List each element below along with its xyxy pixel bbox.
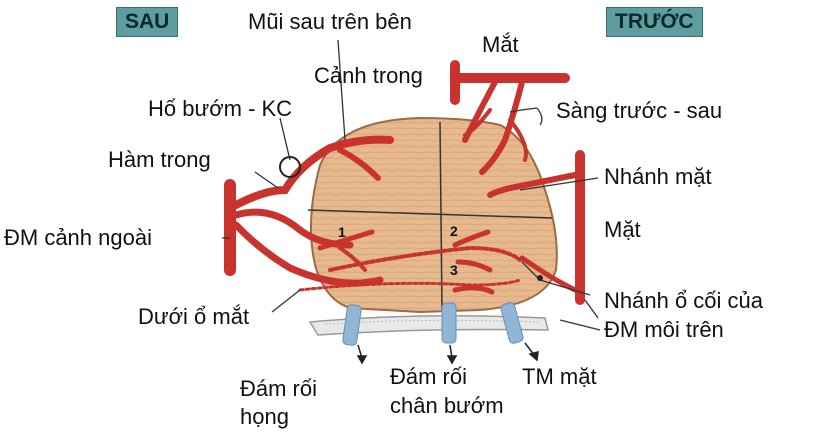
label-pharyngeal-plexus-2: họng [240,405,289,429]
label-alveolar-branch-1: Nhánh ổ cối của [604,289,763,313]
label-facial-branch: Nhánh mặt [604,165,712,189]
label-facial-vein: TM mặt [522,365,597,389]
label-pterygoid-plexus-2: chân bướm [390,394,504,418]
label-pharyngeal-plexus-1: Đám rối [240,377,317,401]
label-alveolar-branch-2: ĐM môi trên [604,318,724,342]
label-pterygoid-plexus-1: Đám rối [390,365,467,389]
vein-pharyngeal [342,304,361,346]
label-ethmoidal: Sàng trước - sau [556,99,722,123]
label-posterior-lateral-nasal: Mũi sau trên bên [248,10,412,34]
region-number-1: 1 [338,224,346,240]
orientation-front-tag: TRƯỚC [606,7,703,37]
vein-pterygoid [442,303,456,343]
label-pterygoid-fossa: Hố bướm - KC [148,97,292,121]
region-number-2: 2 [450,223,458,239]
label-internal-carotid: Cảnh trong [314,64,423,88]
vein-arrows [358,343,538,363]
orientation-back-tag: SAU [116,7,178,37]
label-facial: Mặt [604,218,641,242]
label-external-carotid: ĐM cảnh ngoài [4,226,152,250]
label-infraorbital: Dưới ổ mắt [138,305,249,329]
label-eye: Mắt [482,33,519,57]
region-number-3: 3 [450,262,458,278]
label-internal-maxillary: Hàm trong [108,148,211,172]
